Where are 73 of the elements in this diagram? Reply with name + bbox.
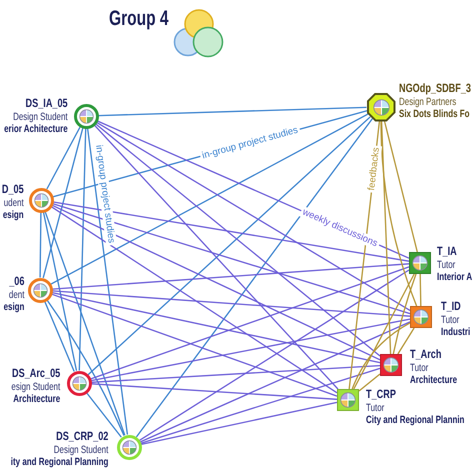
node-code: NGOdp_SDBF_3	[399, 81, 471, 95]
discipline-text: esign	[2, 210, 24, 221]
role-text: Design Student	[12, 112, 68, 124]
connector-line	[384, 120, 418, 252]
connector-line	[46, 126, 81, 190]
connector-line	[91, 364, 380, 383]
node-code: T_ID	[441, 299, 462, 313]
role-text: dent	[7, 290, 24, 302]
connector-line	[86, 392, 122, 438]
discipline-text: ity and Regional Planning	[10, 456, 108, 468]
connector-line	[94, 124, 338, 390]
node-code: DS_Arc_05	[11, 366, 60, 380]
connector-line	[52, 294, 338, 397]
discipline-text: Architecture	[410, 374, 458, 386]
connector-line	[44, 212, 126, 436]
connector-line	[380, 121, 392, 354]
connector-line	[136, 118, 373, 438]
discipline-text: Architecture	[12, 394, 60, 405]
connector-line	[140, 321, 410, 442]
node-code: T_CRP	[366, 387, 397, 401]
connector-line	[50, 113, 368, 285]
role-text: Tutor	[410, 363, 430, 374]
connector-line	[397, 328, 415, 354]
node-code: T_IA	[437, 244, 458, 258]
connector-line	[51, 206, 338, 394]
connector-line	[44, 301, 75, 372]
discipline-text: esign	[3, 302, 24, 313]
edge-label: in-group project studies	[93, 142, 118, 246]
connector-line	[52, 263, 410, 290]
role-text: Design Student	[52, 445, 108, 456]
connector-line	[140, 368, 380, 444]
connector-line	[392, 274, 417, 354]
role-text: udent	[3, 198, 24, 210]
connector-line	[96, 122, 410, 311]
connector-line	[91, 318, 410, 382]
role-text: esign Student	[11, 382, 60, 394]
discipline-text: erior Achitecture	[4, 124, 68, 135]
connector-line	[420, 274, 422, 306]
discipline-text: Interior A	[437, 272, 472, 283]
connector-line	[86, 128, 128, 435]
discipline-text: City and Regional Plannin	[366, 414, 464, 426]
role-text: Tutor	[437, 260, 456, 272]
connector-line	[52, 204, 380, 360]
connector-line	[42, 128, 84, 278]
connector-line	[352, 322, 410, 390]
node-code: _06	[8, 274, 24, 288]
connector-line	[46, 300, 125, 436]
connector-line	[141, 402, 338, 446]
edge-label: feedbacks	[366, 144, 382, 193]
connector-line	[52, 292, 380, 364]
connector-line	[139, 269, 410, 441]
connector-line	[380, 122, 418, 306]
node-code: DS_IA_05	[24, 96, 68, 110]
node-code: DS_CRP_02	[54, 429, 108, 443]
connector-line	[78, 128, 86, 371]
node-code: T_Arch	[410, 347, 442, 361]
connector-line	[42, 212, 78, 371]
discipline-text: Six Dots Blinds Fo	[399, 108, 470, 120]
role-text: Tutor	[366, 403, 386, 414]
discipline-text: Industri	[441, 326, 470, 338]
node-code: D_05	[2, 182, 24, 196]
connector-line	[353, 274, 415, 390]
connector-line	[358, 374, 380, 392]
connector-line	[39, 212, 42, 278]
connector-line	[53, 201, 410, 262]
connector-line	[91, 383, 338, 400]
role-text: Tutor	[441, 315, 460, 326]
role-text: Design Partners	[399, 97, 458, 108]
connector-line	[90, 266, 410, 380]
connector-line	[98, 106, 367, 116]
diagram-title: Group 4	[109, 6, 169, 32]
connector-line	[52, 290, 410, 317]
connector-line	[52, 203, 410, 314]
